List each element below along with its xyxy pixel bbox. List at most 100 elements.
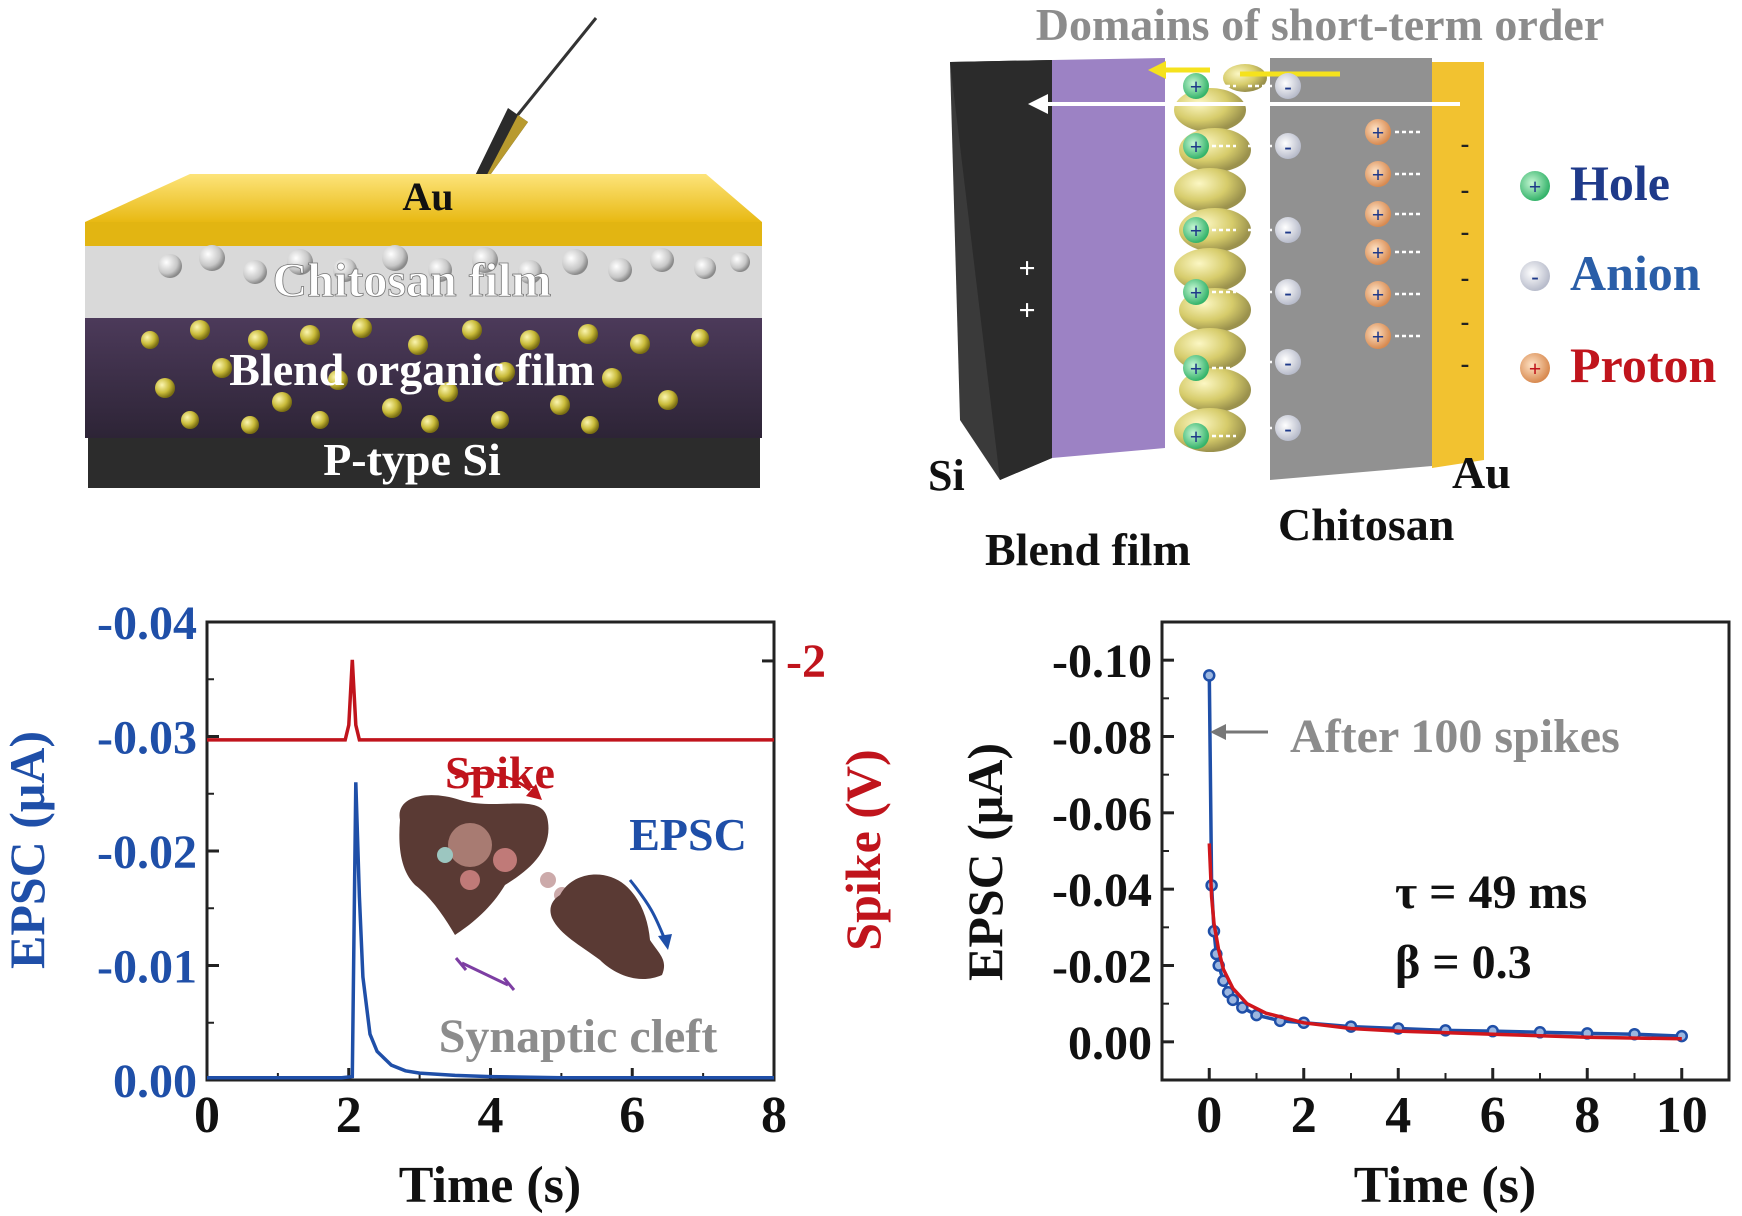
au-charges: --- --- [1461,129,1470,378]
svg-text:-: - [1461,263,1470,292]
y-tick-label: -0.08 [1052,712,1152,765]
after-spikes-annotation: After 100 spikes [1290,710,1620,763]
si-label: P-type Si [323,434,501,485]
beta-annotation: β = 0.3 [1395,936,1532,989]
y-tick-label: -0.02 [97,826,197,879]
domain-title: Domains of short-term order [1036,0,1604,50]
svg-text:-: - [1461,217,1470,246]
x-tick-label: 4 [478,1087,504,1144]
svg-text:+: + [1018,294,1035,327]
svg-text:-: - [1284,280,1291,305]
chart-c-ticks: 0 2 4 6 8 0.00 -0.01 -0.02 -0.03 -0.04 -2 [97,597,826,1144]
synapse-illustration [399,771,672,991]
hole-legend-label: Hole [1570,155,1670,211]
y-tick-label: -0.02 [1052,941,1152,994]
y-tick-label: 0.00 [113,1055,197,1108]
chart-c-y2label: Spike (V) [835,749,891,950]
svg-text:-: - [1461,307,1470,336]
data-point [1236,1001,1249,1014]
x-tick-label: 0 [194,1087,220,1144]
domain-sphere-column [1174,64,1267,452]
proton-column: + + + + + + [1365,119,1422,349]
blend-film-side-label: Blend film [985,524,1191,575]
chitosan-region [1270,58,1432,480]
svg-text:+: + [1372,202,1385,227]
y-tick-label: -0.01 [97,941,197,994]
svg-text:-: - [1531,264,1538,289]
x-tick-label: 2 [336,1087,362,1144]
y-tick-label: -0.10 [1052,635,1152,688]
au-region [1432,62,1484,468]
decay-fit-line [1207,843,1682,1041]
svg-text:+: + [1372,282,1385,307]
svg-text:-: - [1284,218,1291,243]
svg-text:-: - [1284,416,1291,441]
svg-text:+: + [1190,424,1203,449]
svg-text:+: + [1018,252,1035,285]
data-point [1226,993,1240,1007]
proton-legend-icon [1520,353,1550,383]
svg-text:-: - [1284,74,1291,99]
blend-yellow-spheres [141,318,709,434]
chitosan-side-label: Chitosan [1278,499,1454,550]
probe-tip-highlight [478,115,528,192]
cleft-marker [461,961,509,987]
proton-legend-label: Proton [1570,337,1716,393]
si-charges: ++ [1018,252,1035,327]
chart-c-xlabel: Time (s) [399,1157,581,1214]
x-tick-label: 4 [1385,1087,1411,1144]
postsynaptic-terminal [550,874,665,980]
y-tick-label: -0.03 [97,712,197,765]
si-layer [88,438,760,488]
domain-schematic: Domains of short-term order + - [928,0,1716,575]
legend: + Hole - Anion + Proton [1520,155,1716,393]
data-point [1203,669,1216,682]
epsc-arrow [628,879,667,941]
spike-arrow [454,771,531,792]
au-label: Au [402,174,453,219]
chart-d-ylabel: EPSC (μA) [957,743,1013,981]
spike-annotation: Spike [445,747,555,798]
svg-text:-: - [1284,350,1291,375]
x-tick-label: 8 [761,1087,787,1144]
x-tick-label: 0 [1196,1087,1222,1144]
svg-text:+: + [1529,174,1542,199]
chart-c-ylabel: EPSC (μA) [0,731,55,969]
blend-film-label: Blend organic film [229,344,594,395]
svg-text:+: + [1190,280,1203,305]
x-tick-label: 8 [1574,1087,1600,1144]
svg-text:+: + [1372,240,1385,265]
y2-tick-label: -2 [786,635,826,688]
anion-legend-label: Anion [1570,245,1701,301]
tau-annotation: τ = 49 ms [1395,866,1587,919]
x-tick-label: 2 [1291,1087,1317,1144]
epsc-annotation: EPSC [629,809,747,860]
svg-text:+: + [1190,74,1203,99]
svg-text:+: + [1529,356,1542,381]
svg-text:+: + [1372,324,1385,349]
y-tick-label: -0.06 [1052,788,1152,841]
au-layer-edge [85,222,762,246]
epsc-spike-chart: 0 2 4 6 8 0.00 -0.01 -0.02 -0.03 -0.04 -2 Spike EP… [0,597,891,1214]
au-side-label: Au [1452,447,1511,498]
device-schematic: Au Chitosan film Blend organic film P-ty… [85,17,762,488]
si-side-label: Si [928,451,965,500]
svg-text:+: + [1372,120,1385,145]
svg-text:-: - [1461,175,1470,204]
chitosan-layer [85,246,762,318]
probe-wire [510,17,598,123]
y-tick-label: -0.04 [97,597,197,650]
y-tick-label: -0.04 [1052,864,1152,917]
epsc-series-line [207,782,774,1080]
chitosan-spheres [158,245,750,284]
anion-legend-icon [1520,261,1550,291]
blend-region [1052,58,1165,458]
x-tick-label: 6 [619,1087,645,1144]
x-tick-label: 10 [1656,1087,1708,1144]
svg-text:+: + [1372,162,1385,187]
x-tick-label: 6 [1480,1087,1506,1144]
svg-text:-: - [1461,129,1470,158]
